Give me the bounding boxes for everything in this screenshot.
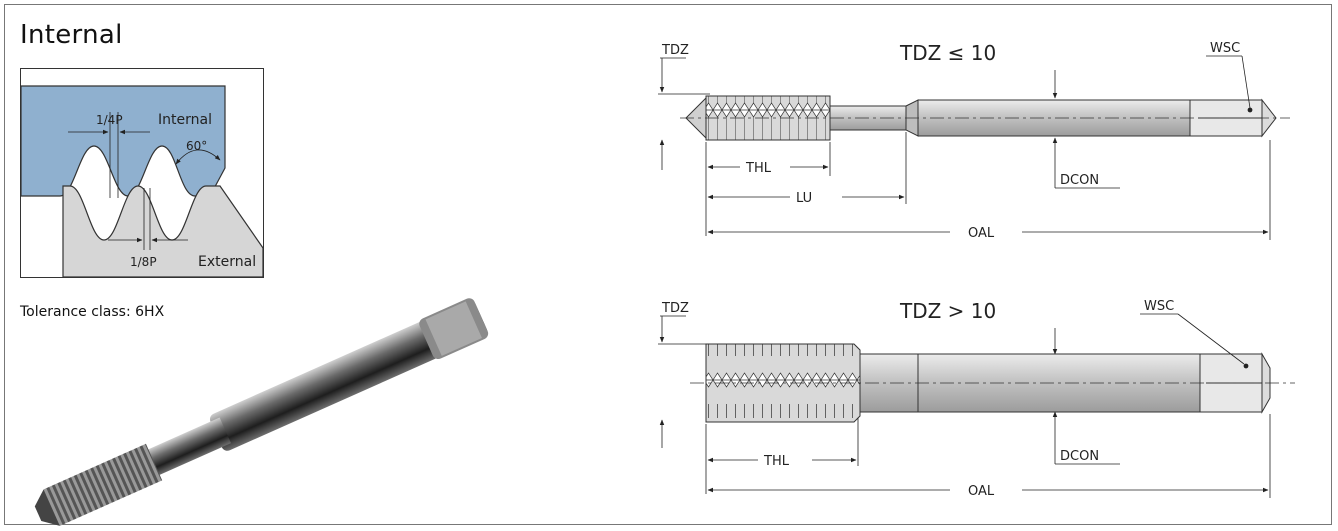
large-oal-label: OAL <box>968 484 995 499</box>
large-dcon-label: DCON <box>1060 449 1099 464</box>
small-dcon-label: DCON <box>1060 173 1099 188</box>
thread-profile-diagram: 1/4P Internal 60° 1/8P External <box>20 68 264 278</box>
small-wsc-label: WSC <box>1210 41 1240 56</box>
large-thl-label: THL <box>763 454 790 469</box>
external-thread-shape <box>62 185 264 278</box>
small-lu-label: LU <box>796 191 812 206</box>
external-label: External <box>198 254 256 270</box>
angle-label: 60° <box>186 139 207 153</box>
tolerance-class-text: Tolerance class: 6HX <box>20 304 165 320</box>
small-thl-label: THL <box>745 161 772 176</box>
tap-diagram-large-diameter: TDZ > 10 TDZ WSC DCON THL OAL <box>658 299 1295 499</box>
small-oal-label: OAL <box>968 226 995 241</box>
eighth-pitch-label: 1/8P <box>130 255 157 269</box>
large-tdz-label: TDZ <box>661 301 689 316</box>
page-title: Internal <box>20 20 123 50</box>
small-tdz-label: TDZ <box>661 43 689 58</box>
tap-photo <box>34 298 489 526</box>
large-diagram-heading: TDZ > 10 <box>899 299 996 323</box>
small-diagram-heading: TDZ ≤ 10 <box>899 41 996 65</box>
large-wsc-label: WSC <box>1144 299 1174 314</box>
quarter-pitch-label: 1/4P <box>96 113 123 127</box>
tap-photo-body <box>34 298 489 526</box>
internal-label: Internal <box>158 112 212 128</box>
tap-diagram-small-diameter: TDZ ≤ 10 TDZ WSC DCON THL LU OAL <box>658 41 1290 241</box>
